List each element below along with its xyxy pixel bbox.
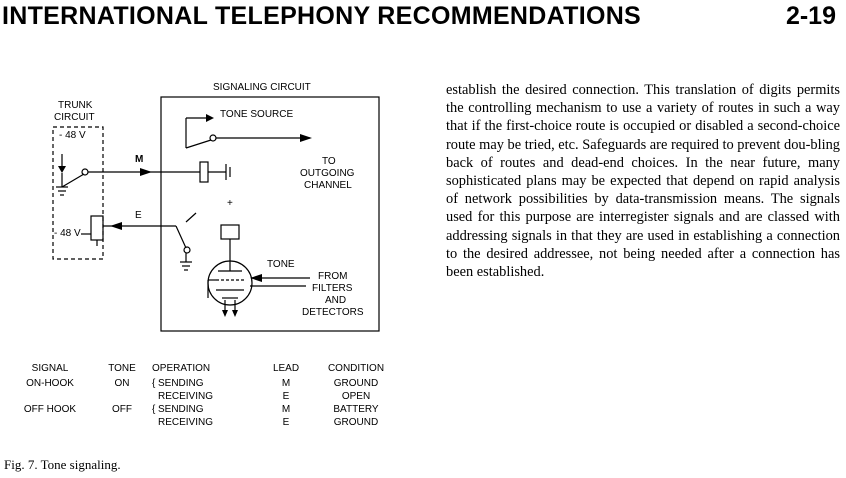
signal-cell: ON-HOOK <box>26 378 74 389</box>
condition-cell: BATTERY GROUND <box>316 403 396 429</box>
voltage-top-label: - 48 V <box>59 130 86 141</box>
to-outgoing-label-1: TO <box>322 156 336 167</box>
to-outgoing-label-2: OUTGOING <box>300 168 355 179</box>
m-relay <box>199 161 209 183</box>
tone-cell: ON <box>114 378 130 389</box>
signaling-circuit-label: SIGNALING CIRCUIT <box>213 82 311 93</box>
signal-legend-table: SIGNAL TONE OPERATION LEAD CONDITION ON-… <box>8 363 396 429</box>
m-lead-label: M <box>135 154 144 165</box>
operation-cell: {SENDING RECEIVING <box>152 404 214 428</box>
operation-value: SENDING <box>158 404 204 415</box>
lead-value: M <box>281 378 291 389</box>
trunk-circuit-label-2: CIRCUIT <box>54 112 95 123</box>
e-relay <box>90 215 104 241</box>
from-filters-label-4: DETECTORS <box>302 307 364 318</box>
condition-cell: GROUND OPEN <box>316 377 396 403</box>
signal-cell: OFF HOOK <box>23 404 77 415</box>
legend-header-signal: SIGNAL <box>31 363 69 374</box>
tone-signaling-diagram: SIGNALING CIRCUIT TRUNK CIRCUIT - 48 V -… <box>0 70 400 340</box>
voltage-left-label: - 48 V <box>54 228 81 240</box>
lead-value: E <box>282 417 290 428</box>
tone-source-label: TONE SOURCE <box>220 109 294 120</box>
plate-relay <box>220 224 240 240</box>
tone-label: TONE <box>267 259 295 270</box>
lead-value: E <box>282 391 290 402</box>
condition-value: BATTERY <box>333 404 379 415</box>
legend-header-row: SIGNAL TONE OPERATION LEAD CONDITION <box>8 363 396 377</box>
lead-value: M <box>281 404 291 415</box>
from-filters-label-3: AND <box>325 295 347 306</box>
condition-value: GROUND <box>333 417 379 428</box>
legend-header-condition: CONDITION <box>327 363 385 374</box>
from-filters-label-1: FROM <box>318 271 348 282</box>
circuit-schematic <box>52 96 380 332</box>
operation-value: RECEIVING <box>158 417 214 428</box>
legend-header-tone: TONE <box>108 363 136 374</box>
page-header-title: INTERNATIONAL TELEPHONY RECOMMENDATIONS <box>2 2 642 30</box>
tone-cell: OFF <box>112 404 132 415</box>
trunk-circuit-box <box>52 126 104 260</box>
plus-label: + <box>227 198 233 209</box>
operation-value: SENDING <box>158 378 204 389</box>
figure-caption: Fig. 7. Tone signaling. <box>4 457 121 472</box>
condition-value: OPEN <box>341 391 371 402</box>
from-filters-label-2: FILTERS <box>312 283 353 294</box>
e-lead-label: E <box>135 210 142 221</box>
legend-header-lead: LEAD <box>272 363 300 374</box>
body-paragraph: establish the desired connection. This t… <box>446 82 840 281</box>
legend-header-operation: OPERATION <box>152 363 211 374</box>
lead-cell: M E <box>256 377 316 403</box>
operation-cell: {SENDING RECEIVING <box>152 378 214 402</box>
trunk-switch <box>61 173 85 188</box>
lead-cell: M E <box>256 403 316 429</box>
signaling-circuit-box <box>160 96 380 332</box>
table-row: ON-HOOK ON {SENDING RECEIVING M E GROUND… <box>8 377 396 403</box>
page-number: 2-19 <box>785 2 836 30</box>
to-outgoing-label-3: CHANNEL <box>304 180 352 191</box>
condition-value: GROUND <box>333 378 379 389</box>
operation-value: RECEIVING <box>158 391 214 402</box>
table-row: OFF HOOK OFF {SENDING RECEIVING M E BATT… <box>8 403 396 429</box>
trunk-circuit-label-1: TRUNK <box>58 100 93 111</box>
